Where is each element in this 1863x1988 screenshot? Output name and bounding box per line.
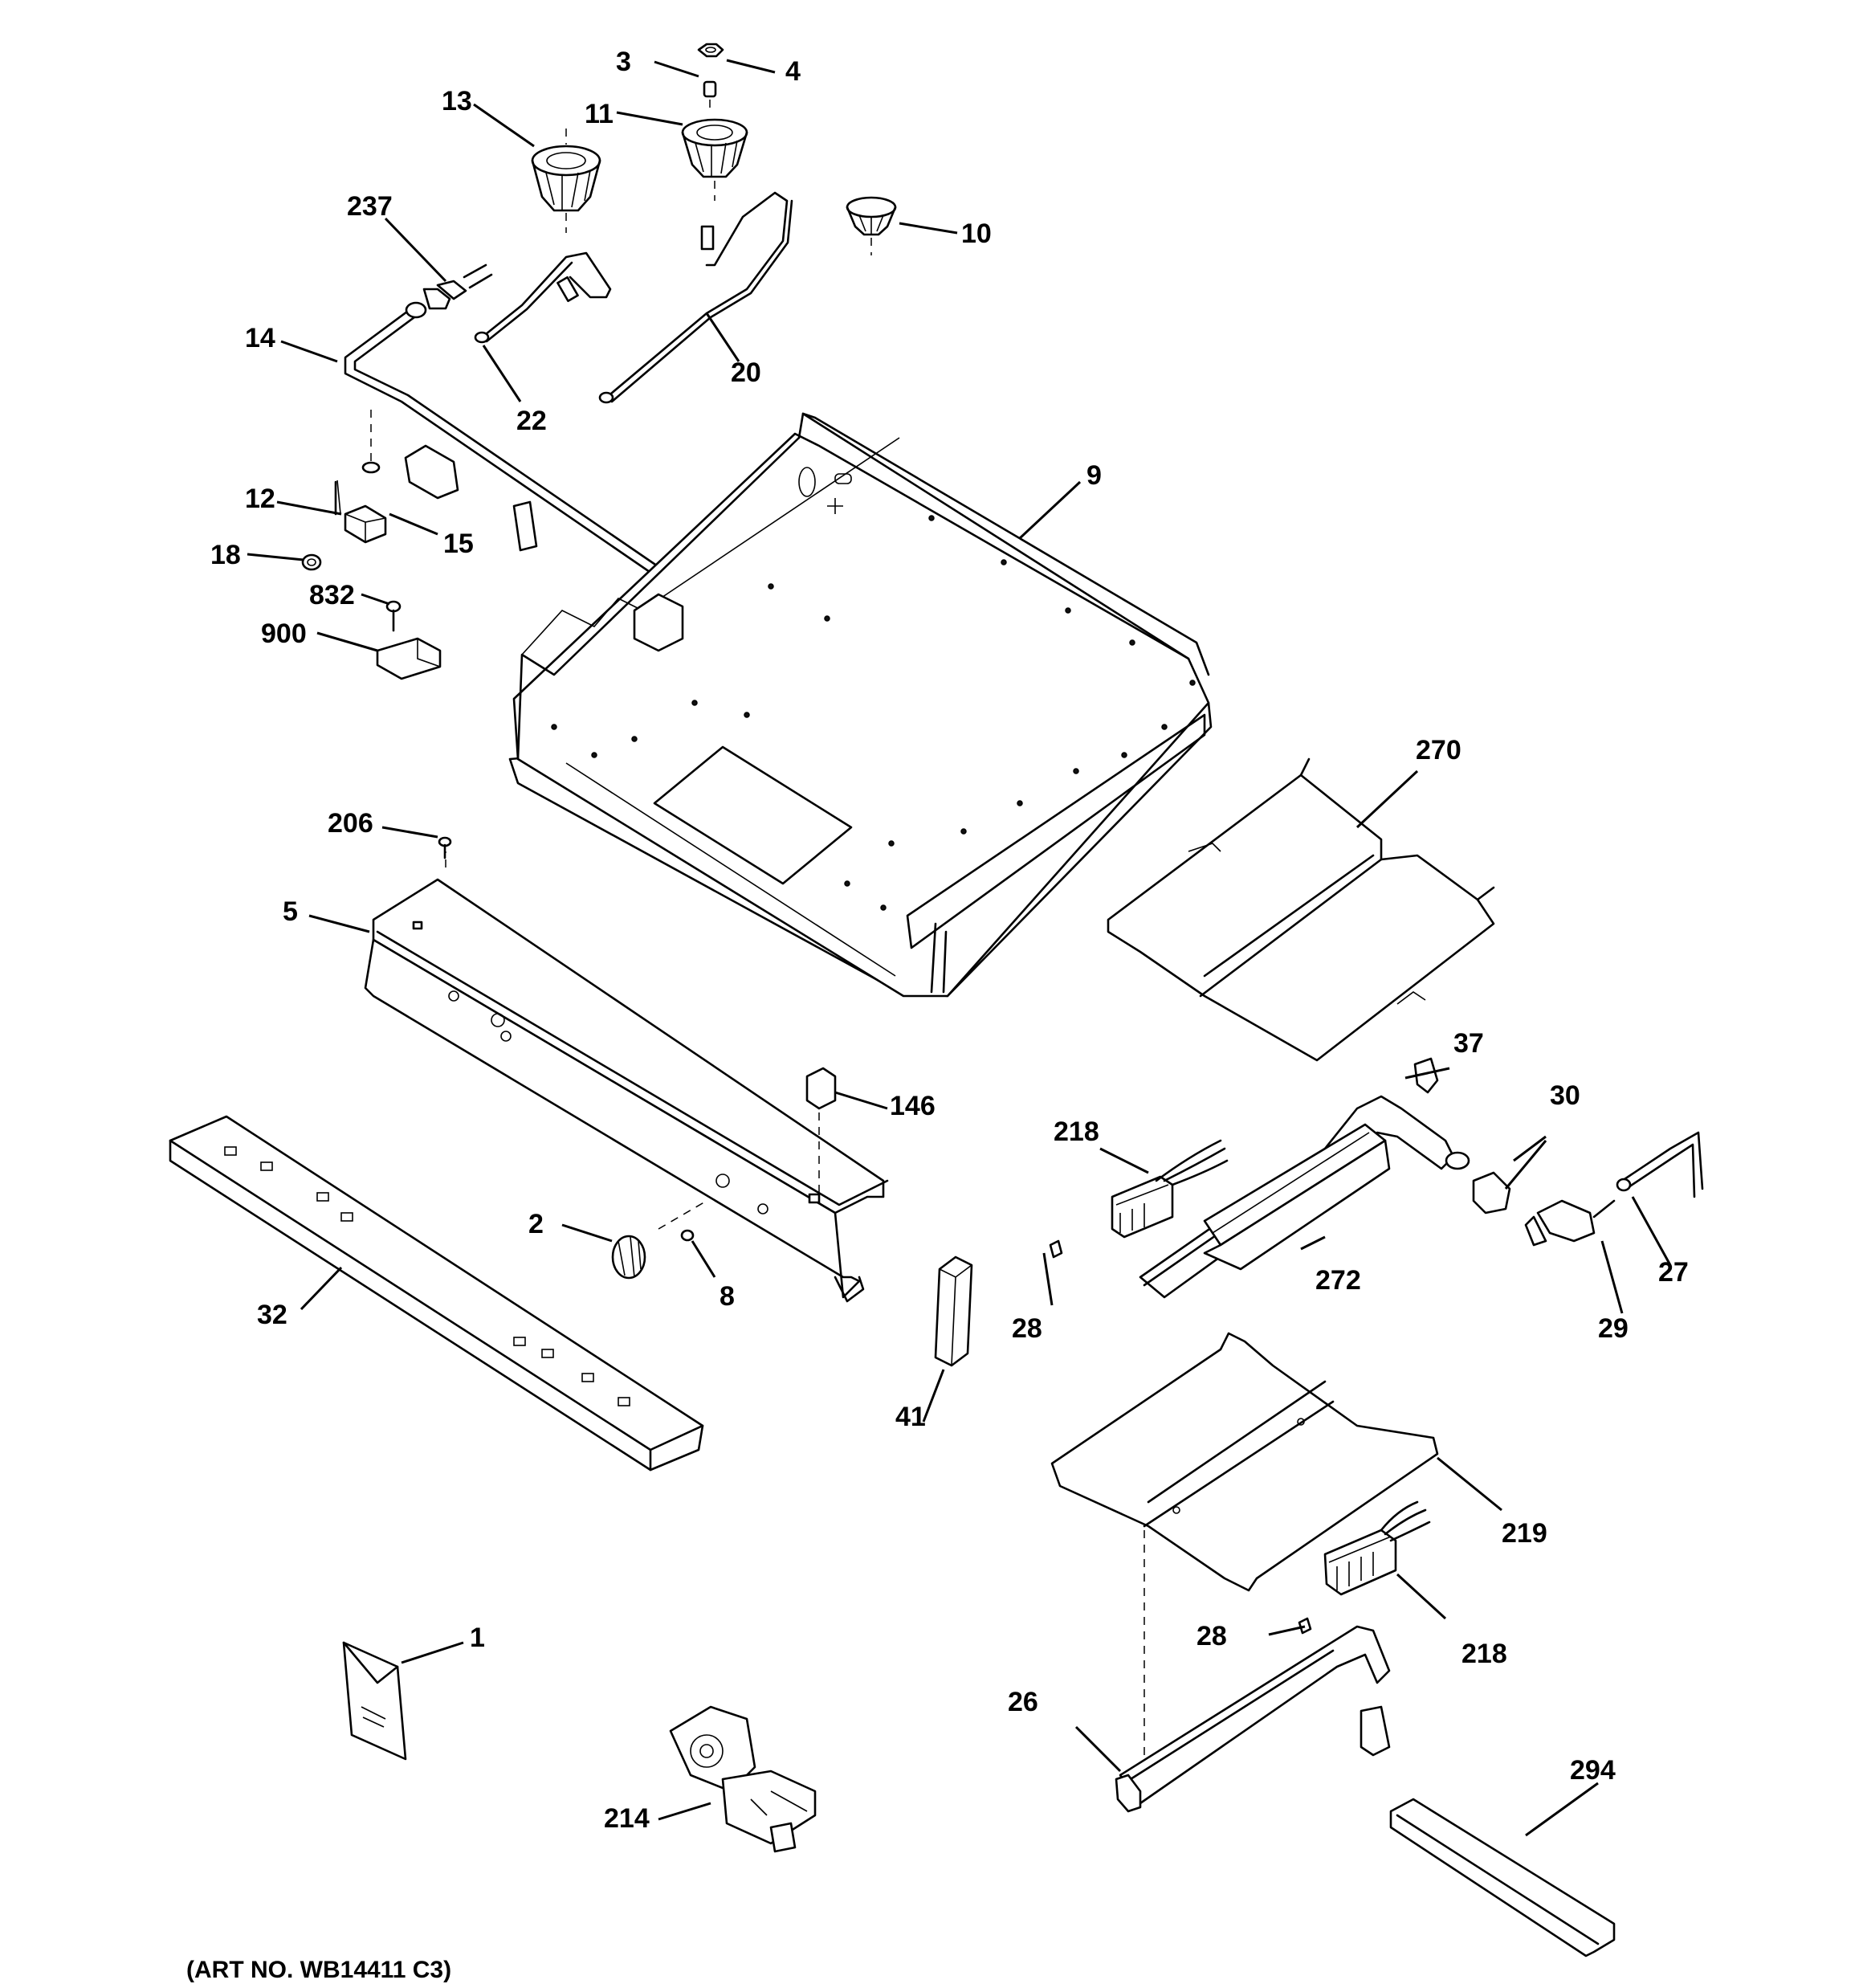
part-burner-head-13 xyxy=(531,129,601,233)
callout-146: 146 xyxy=(890,1091,936,1121)
part-valve-214 xyxy=(669,1705,817,1853)
part-knob-2 xyxy=(611,1235,646,1280)
part-bracket-146 xyxy=(805,1067,837,1197)
callout-29: 29 xyxy=(1598,1313,1629,1344)
part-fitting-237 xyxy=(422,263,493,310)
part-trim-41 xyxy=(934,1255,973,1367)
part-tube-27 xyxy=(1616,1131,1704,1198)
callout-832: 832 xyxy=(309,580,355,610)
part-igniter-218-lower xyxy=(1323,1500,1431,1596)
part-bracket-294 xyxy=(1389,1798,1616,1957)
callout-14: 14 xyxy=(245,323,275,353)
part-tube-22 xyxy=(474,251,612,344)
part-shield-270 xyxy=(1107,757,1495,1062)
part-manifold-panel-5 xyxy=(364,851,889,1303)
callout-4: 4 xyxy=(785,56,801,87)
part-trim-strip-32 xyxy=(169,1115,704,1472)
part-tube-20 xyxy=(598,191,793,404)
callout-26: 26 xyxy=(1008,1687,1038,1717)
part-clip-37 xyxy=(1413,1057,1439,1094)
callout-30: 30 xyxy=(1550,1080,1580,1111)
callout-10: 10 xyxy=(961,218,992,249)
part-burner-26 xyxy=(1115,1625,1391,1813)
callout-labels: 3 4 13 11 10 237 14 20 22 9 12 15 18 832… xyxy=(210,47,1689,1834)
callout-272: 272 xyxy=(1315,1265,1361,1296)
part-clip-28-lower xyxy=(1298,1617,1312,1635)
callout-900: 900 xyxy=(261,618,307,649)
callout-5: 5 xyxy=(283,896,298,927)
part-screw-832 xyxy=(385,600,402,632)
callout-15: 15 xyxy=(443,529,474,559)
callout-206: 206 xyxy=(328,808,373,839)
part-shield-219 xyxy=(1050,1332,1439,1763)
callout-18: 18 xyxy=(210,540,241,570)
callout-1: 1 xyxy=(470,1623,485,1653)
part-spud-3 xyxy=(703,80,717,114)
part-burner-head-11 xyxy=(681,118,748,201)
callout-28-lower: 28 xyxy=(1196,1621,1227,1651)
callout-218-lower: 218 xyxy=(1461,1639,1507,1669)
part-igniter-218-upper xyxy=(1111,1139,1229,1239)
part-clip-28-upper xyxy=(1049,1239,1063,1259)
callout-237: 237 xyxy=(347,191,393,222)
callout-11: 11 xyxy=(585,99,614,129)
callout-41: 41 xyxy=(895,1402,926,1432)
callout-37: 37 xyxy=(1453,1028,1484,1059)
callout-218-upper: 218 xyxy=(1054,1116,1099,1147)
part-burner-head-10 xyxy=(846,196,897,255)
part-bracket-900 xyxy=(376,637,442,680)
callout-9: 9 xyxy=(1086,460,1102,491)
part-screw-8 xyxy=(658,1200,707,1242)
callout-8: 8 xyxy=(720,1281,735,1312)
callout-294: 294 xyxy=(1570,1755,1616,1786)
callout-3: 3 xyxy=(616,47,631,77)
leader-lines xyxy=(247,59,1672,1837)
callout-219: 219 xyxy=(1502,1518,1547,1549)
callout-2: 2 xyxy=(528,1209,544,1239)
part-screw-206 xyxy=(438,836,452,859)
callout-20: 20 xyxy=(731,357,761,388)
part-spreader-272 xyxy=(1203,1123,1391,1271)
part-burner-box-9 xyxy=(404,412,1213,998)
callout-13: 13 xyxy=(442,86,472,116)
callout-27: 27 xyxy=(1658,1257,1689,1288)
callout-214: 214 xyxy=(604,1803,650,1834)
callout-12: 12 xyxy=(245,484,275,514)
art-number: (ART NO. WB14411 C3) xyxy=(186,1957,451,1983)
part-valve-12 xyxy=(334,410,387,544)
callout-22: 22 xyxy=(516,406,547,436)
part-literature-1 xyxy=(342,1641,407,1761)
part-clip-18 xyxy=(301,553,322,571)
part-nut-4 xyxy=(697,43,724,58)
callout-32: 32 xyxy=(257,1300,287,1330)
callout-28-upper: 28 xyxy=(1012,1313,1042,1344)
part-orifice-29 xyxy=(1524,1199,1616,1247)
callout-270: 270 xyxy=(1416,735,1461,765)
